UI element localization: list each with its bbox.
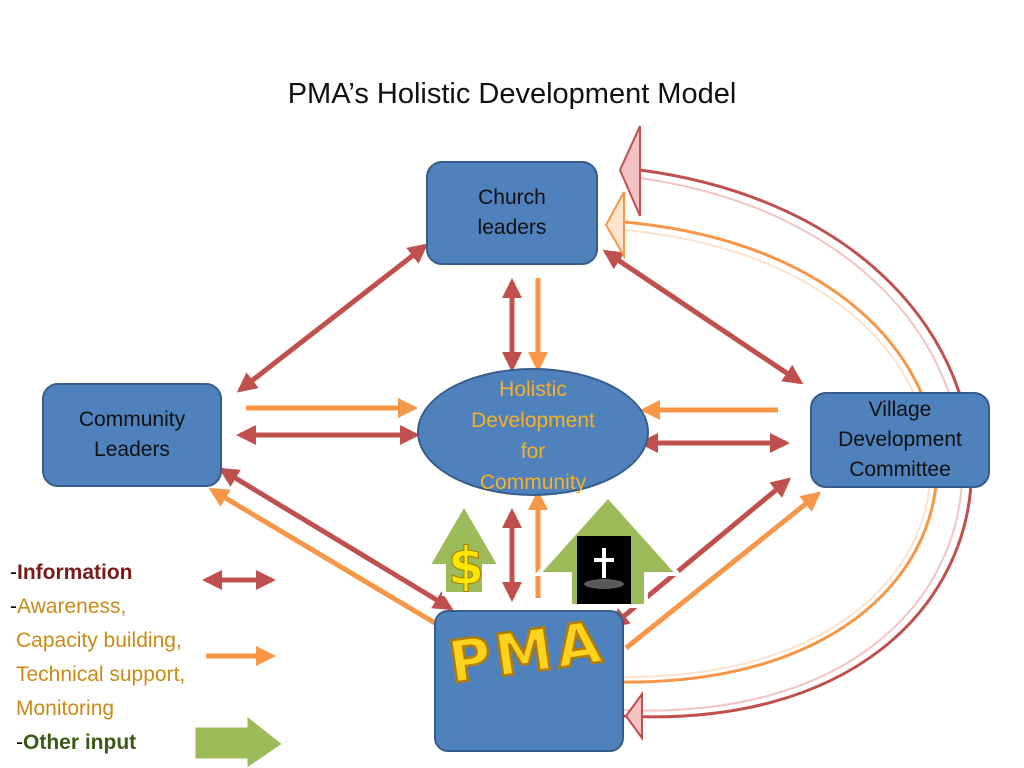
- holistic-development-center-node: Holistic Development for Community: [417, 368, 649, 496]
- center-line-2: Development: [471, 409, 595, 432]
- arrow-pma-village-orange: [624, 491, 822, 650]
- community-leaders-line-2: Leaders: [94, 438, 170, 461]
- legend-dash: -: [10, 561, 17, 584]
- faith-input-arrow: [533, 493, 683, 608]
- village-line-2: Development: [838, 428, 962, 451]
- legend-capacity: Capacity building,: [10, 624, 185, 658]
- legend-information: -Information: [10, 556, 185, 590]
- diagram-title: PMA’s Holistic Development Model: [287, 78, 737, 110]
- arrow-church-community: [236, 243, 429, 393]
- center-line-4: Community: [479, 471, 587, 494]
- pma-node: [434, 610, 624, 752]
- center-line-1: Holistic: [499, 378, 567, 401]
- dollar-sign-icon: $: [448, 537, 484, 597]
- village-line-1: Village: [868, 398, 932, 421]
- legend-monitoring-label: Monitoring: [16, 697, 115, 720]
- legend-other-label: Other input: [23, 731, 137, 754]
- legend-awareness-label: Awareness,: [17, 595, 127, 618]
- arrow-pma-community-orange: [208, 487, 442, 629]
- church-leaders-node: Church leaders: [426, 161, 598, 265]
- village-line-3: Committee: [849, 458, 951, 481]
- legend-other: -Other input: [10, 726, 185, 760]
- legend: -Information -Awareness, Capacity buildi…: [10, 556, 185, 760]
- arrow-community-pma: [218, 467, 454, 611]
- money-input-arrow: $: [424, 500, 504, 598]
- community-leaders-node: Community Leaders: [42, 383, 222, 487]
- pma-input-arrowhead: [624, 690, 643, 742]
- legend-other-input-arrow: [192, 710, 287, 768]
- legend-monitoring: Monitoring: [10, 692, 185, 726]
- village-development-committee-node: Village Development Committee: [810, 392, 990, 488]
- legend-information-label: Information: [17, 561, 133, 584]
- feedback-arrowhead-red: [618, 125, 641, 217]
- church-leaders-line-1: Church: [478, 186, 546, 209]
- feedback-arrowhead-orange: [604, 191, 625, 260]
- arrow-church-village: [602, 249, 804, 385]
- center-line-3: for: [520, 440, 546, 463]
- cross-glow: [584, 579, 624, 589]
- legend-awareness: -Awareness,: [10, 590, 185, 624]
- legend-technical: Technical support,: [10, 658, 185, 692]
- cross-icon: [594, 548, 614, 578]
- community-leaders-line-1: Community: [78, 408, 186, 431]
- legend-capacity-label: Capacity building,: [16, 629, 182, 652]
- legend-technical-label: Technical support,: [16, 663, 186, 686]
- legend-dash: -: [10, 595, 17, 618]
- church-leaders-line-2: leaders: [477, 216, 547, 239]
- legend-dash: -: [16, 731, 23, 754]
